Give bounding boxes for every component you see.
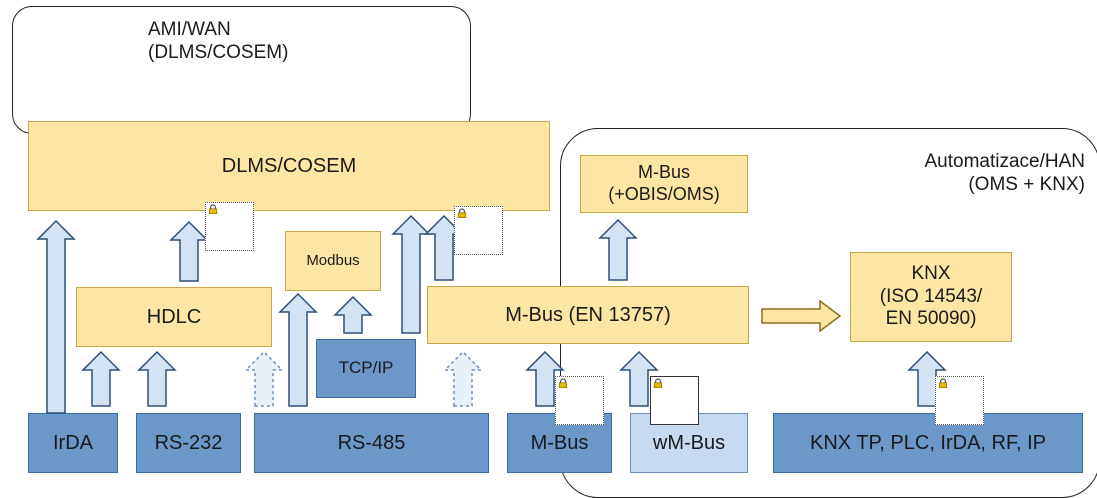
dlms-cosem-box: DLMS/COSEM (28, 121, 550, 211)
arrow-rs485-to-modbus (278, 292, 318, 407)
hdlc-box: HDLC (76, 287, 272, 347)
arrow-mbus-en-to-dlms (424, 214, 464, 281)
arrow-mbus-en-to-knx (761, 299, 842, 333)
lock-icon (208, 204, 218, 214)
lock-icon (653, 378, 663, 388)
arrow-rs232-to-hdlc (137, 350, 177, 407)
han-title: Automatizace/HAN (OMS + KNX) (860, 150, 1085, 196)
irda-label: IrDA (53, 432, 93, 454)
knx-media-box: KNX TP, PLC, IrDA, RF, IP (773, 413, 1083, 473)
mbus-obis-label-line2: (+OBIS/OMS) (608, 184, 720, 204)
irda-box: IrDA (28, 413, 118, 473)
rs485-box: RS-485 (254, 413, 489, 473)
modbus-label: Modbus (306, 252, 360, 269)
ami-wan-title-line2: (DLMS/COSEM) (148, 42, 289, 63)
mbus-en-box: M-Bus (EN 13757) (427, 286, 749, 344)
tcp-ip-label: TCP/IP (338, 358, 394, 378)
ami-wan-title-line1: AMI/WAN (148, 19, 231, 40)
arrow-hdlc-to-dlms (169, 220, 209, 282)
rs232-box: RS-232 (136, 413, 241, 473)
han-title-line1: Automatizace/HAN (924, 151, 1085, 172)
knx-media-label: KNX TP, PLC, IrDA, RF, IP (810, 432, 1046, 454)
mbus-obis-label-line1: M-Bus (637, 162, 690, 183)
dlms-cosem-label: DLMS/COSEM (221, 155, 357, 177)
arrow-mbus-to-mbus-en (525, 350, 565, 407)
arrow-rs485-to-dlms (391, 214, 431, 334)
arrow-mbus-en-to-mbus-obis (598, 218, 638, 281)
wmbus-interface-label: wM-Bus (652, 432, 726, 454)
arrow-rs485-to-mbus-en-dotted (443, 350, 483, 407)
tcp-ip-box: TCP/IP (316, 339, 416, 398)
knx-label-line2: (ISO 14543/ (879, 285, 983, 307)
arrow-irda-to-hdlc (81, 350, 121, 407)
lock-icon (938, 378, 948, 388)
security-overlay-hdlc (205, 202, 254, 251)
hdlc-label: HDLC (146, 306, 202, 328)
knx-box: KNX (ISO 14543/ EN 50090) (850, 252, 1012, 342)
security-overlay-wmbus (650, 376, 699, 425)
mbus-interface-label: M-Bus (530, 432, 589, 454)
han-title-line2: (OMS + KNX) (968, 174, 1085, 195)
knx-label-line3: EN 50090) (885, 308, 977, 330)
arrow-tcpip-to-modbus (333, 295, 373, 334)
knx-label-line1: KNX (911, 262, 951, 284)
mbus-obis-box: M-Bus (+OBIS/OMS) (580, 155, 748, 213)
lock-icon (558, 378, 568, 388)
mbus-en-label: M-Bus (EN 13757) (505, 304, 671, 326)
security-overlay-knx (935, 376, 984, 425)
modbus-box: Modbus (285, 231, 381, 291)
arrow-rs485-to-hdlc-dotted (244, 350, 284, 407)
arrow-wmbus-to-mbus-en (619, 350, 659, 407)
security-overlay-mbus-en (454, 206, 503, 255)
rs232-label: RS-232 (154, 432, 223, 454)
rs485-label: RS-485 (337, 432, 406, 454)
arrows-layer (36, 214, 947, 414)
security-overlay-mbus (555, 376, 604, 425)
arrow-irda-to-dlms (36, 219, 76, 414)
lock-icon (457, 208, 467, 218)
ami-wan-title: AMI/WAN (DLMS/COSEM) (148, 18, 288, 64)
